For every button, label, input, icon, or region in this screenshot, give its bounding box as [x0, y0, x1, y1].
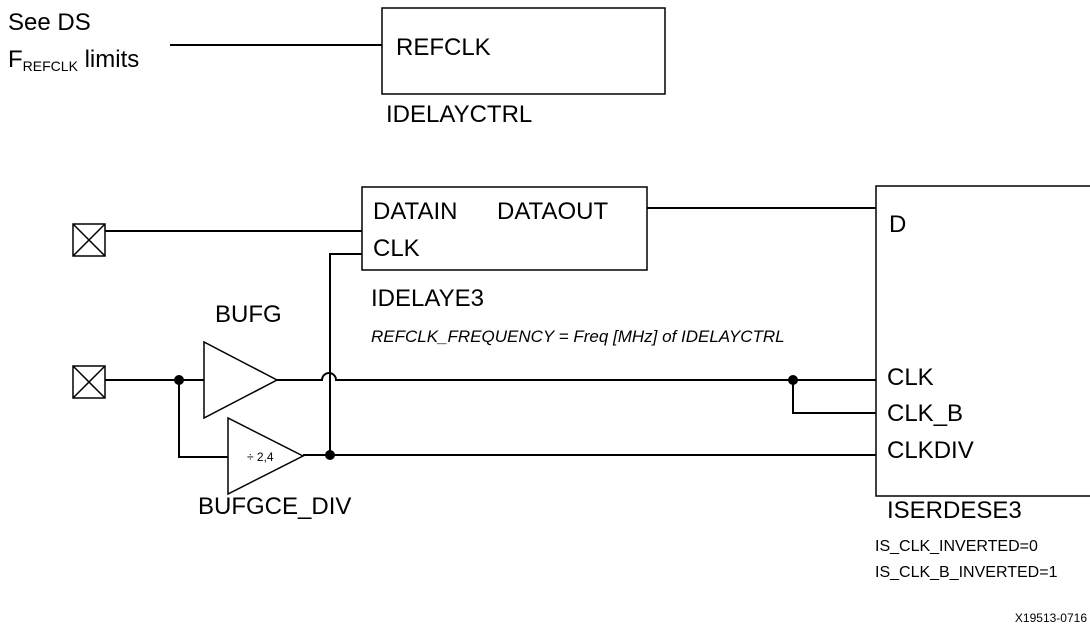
iserdese3-label: ISERDESE3 — [887, 497, 1022, 524]
junction-dot — [174, 375, 184, 385]
note-f-prefix: F — [8, 46, 23, 73]
iserdese3-block — [875, 185, 1090, 497]
iserdese3-clkdiv-port: CLKDIV — [887, 437, 974, 464]
iserdese3-attr-clk-b-inverted: IS_CLK_B_INVERTED=1 — [875, 564, 1058, 581]
idelay-clk-wire — [329, 253, 362, 455]
note-line2: FREFCLK limits — [8, 46, 139, 74]
junction-dot — [788, 375, 798, 385]
idelaye3-clk-port: CLK — [373, 235, 420, 262]
div-branch-wire — [178, 380, 228, 458]
note-f-subscript: REFCLK — [23, 58, 79, 74]
idelaye3-dataout-port: DATAOUT — [497, 198, 608, 225]
junction-dot — [325, 450, 335, 460]
note-line1: See DS — [8, 9, 91, 36]
bufgce-div-label: BUFGCE_DIV — [198, 493, 351, 520]
clock-pad-icon — [72, 365, 106, 399]
idelaye3-label: IDELAYE3 — [371, 285, 484, 312]
iserdese3-clk-b-port: CLK_B — [887, 400, 963, 427]
iserdese3-attr-clk-inverted: IS_CLK_INVERTED=0 — [875, 538, 1038, 555]
bufgce-div-buffer-icon — [227, 416, 305, 496]
idelaye3-block — [361, 186, 648, 271]
note-f-suffix: limits — [78, 46, 139, 73]
bufg-label: BUFG — [215, 301, 282, 328]
idelaye3-attribute: REFCLK_FREQUENCY = Freq [MHz] of IDELAYC… — [371, 327, 785, 346]
idelayctrl-label: IDELAYCTRL — [386, 101, 532, 128]
idelayctrl-block — [381, 7, 666, 95]
idelayctrl-refclk-port: REFCLK — [396, 34, 491, 61]
iserdese3-d-port: D — [889, 211, 906, 238]
bufg-clk-wire — [277, 372, 876, 381]
idelaye3-datain-port: DATAIN — [373, 198, 457, 225]
figure-id: X19513-0716 — [1015, 611, 1087, 625]
iserdese3-clk-port: CLK — [887, 364, 934, 391]
clk-b-wire — [792, 380, 876, 414]
data-pad-icon — [72, 223, 106, 257]
bufg-buffer-icon — [203, 340, 279, 420]
bufgce-div-divider: ÷ 2,4 — [247, 450, 274, 464]
